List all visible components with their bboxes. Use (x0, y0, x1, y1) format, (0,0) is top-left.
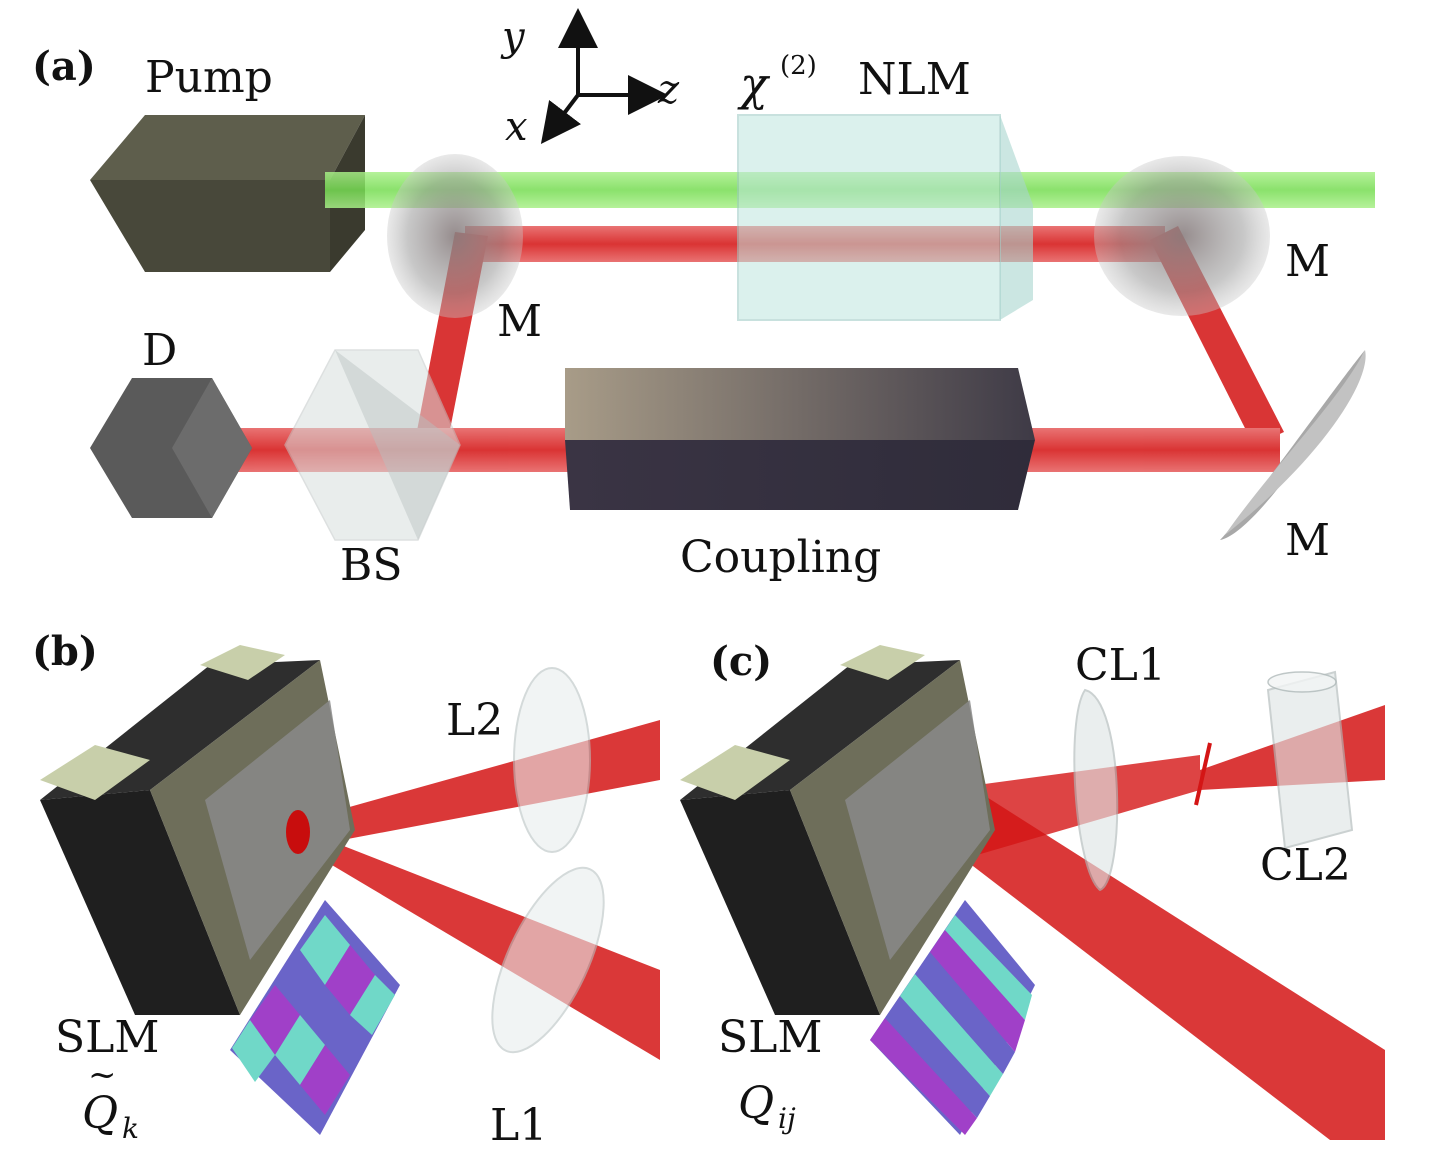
q-subscript-c: ij (778, 1102, 796, 1135)
mirror-label-top-right: M (1285, 236, 1330, 287)
pump-laser (90, 115, 365, 272)
beam-focus (1194, 742, 1212, 806)
chi-superscript: (2) (780, 51, 817, 81)
cylindrical-lens-cl2 (1266, 670, 1354, 850)
x-axis-arrow (540, 93, 582, 144)
q-symbol-c: Q (738, 1078, 774, 1129)
slm-tab-top (200, 645, 285, 680)
lens-l1-label: L1 (490, 1100, 547, 1151)
cylindrical-lens-cl1 (1073, 688, 1119, 892)
panel-a: (a) Pump y z x χ (2) NLM (32, 8, 1375, 591)
pump-label: Pump (145, 52, 273, 103)
nlm-label: NLM (858, 54, 971, 105)
mirror-top-left (387, 154, 523, 318)
chi-symbol: χ (737, 57, 771, 111)
nonlinear-medium-crystal (737, 114, 1033, 321)
slm-device-b (40, 645, 355, 1015)
y-axis-label: y (500, 14, 526, 60)
phase-mask-c (870, 900, 1035, 1135)
mirror-top-right (1094, 156, 1270, 316)
z-axis-label: z (657, 67, 680, 113)
panel-b: (b) SLM Q ~ k (32, 628, 660, 1151)
detector-label: D (142, 325, 177, 376)
beam-splitter-label: BS (340, 540, 402, 591)
q-tilde-b: ~ (88, 1055, 117, 1095)
cl2-label: CL2 (1260, 840, 1351, 891)
slm-tab-left (40, 745, 150, 800)
slm-tab-left-c (680, 745, 790, 800)
mirror-bottom-right (1220, 350, 1366, 540)
slm-tab-top-c (840, 645, 925, 680)
coordinate-axes: y z x (500, 8, 680, 150)
lens-l1 (491, 866, 605, 1054)
x-axis-label: x (505, 104, 528, 150)
beam-splitter (284, 349, 461, 541)
panel-c: (c) SLM Q ij (680, 638, 1385, 1140)
detector (90, 378, 252, 518)
mirror-label-bottom-right: M (1285, 515, 1330, 566)
panel-a-label: (a) (32, 43, 96, 90)
slm-label-b: SLM (55, 1012, 159, 1063)
panel-b-label: (b) (32, 628, 98, 675)
mirror-label-top-left: M (497, 296, 542, 347)
lens-l2 (513, 667, 591, 853)
q-symbol-b: Q (82, 1088, 118, 1139)
phase-mask-b (230, 900, 400, 1135)
slm-label-c: SLM (718, 1012, 822, 1063)
cl1-label: CL1 (1075, 640, 1166, 691)
slm-device-c (680, 645, 995, 1015)
lens-l2-label: L2 (446, 695, 503, 746)
q-subscript-b: k (122, 1112, 139, 1145)
coupling-label: Coupling (680, 532, 881, 583)
beam-direct (900, 780, 1385, 1140)
panel-c-label: (c) (710, 638, 772, 685)
coupling-element (565, 368, 1035, 510)
